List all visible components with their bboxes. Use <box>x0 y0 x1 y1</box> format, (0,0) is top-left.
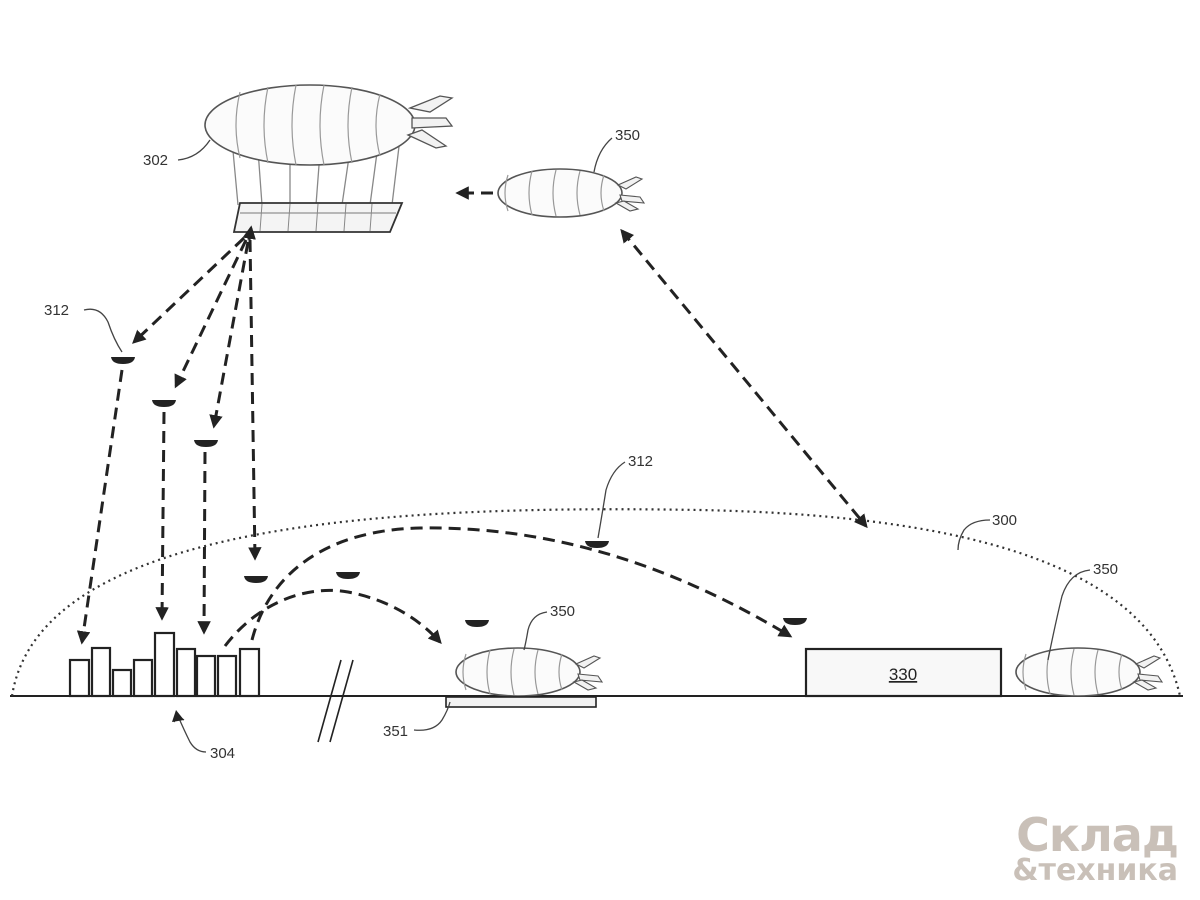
ground-break-mark <box>317 659 354 743</box>
drone-icon <box>111 357 807 627</box>
shuttle-airship-top <box>497 168 646 218</box>
coverage-area-dome <box>10 508 1182 697</box>
airship-label: 302 <box>143 152 168 169</box>
flight-paths <box>76 225 868 647</box>
watermark-logo: Склад &техника <box>1012 808 1179 888</box>
drone-label-top: 312 <box>44 302 69 319</box>
area-label: 300 <box>992 512 1017 529</box>
watermark-line-1: Склад <box>1016 808 1179 862</box>
materials-handling-facility <box>804 647 1003 698</box>
watermark-line-2: &техника <box>1012 853 1178 888</box>
leader-lines <box>83 137 1091 753</box>
drone-label-mid: 312 <box>628 453 653 470</box>
shuttle-airship-right <box>1015 647 1164 697</box>
shuttle-label-right: 350 <box>1093 561 1118 578</box>
airborne-fulfillment-center <box>204 84 454 233</box>
pad-label: 351 <box>383 723 408 740</box>
shuttle-label-mid: 350 <box>550 603 575 620</box>
buildings-label: 304 <box>210 745 235 762</box>
landing-pad <box>445 696 597 708</box>
facility-label: 330 <box>889 665 917 684</box>
destination-buildings <box>68 631 261 698</box>
shuttle-airship-landed <box>455 647 604 697</box>
shuttle-label-top: 350 <box>615 127 640 144</box>
